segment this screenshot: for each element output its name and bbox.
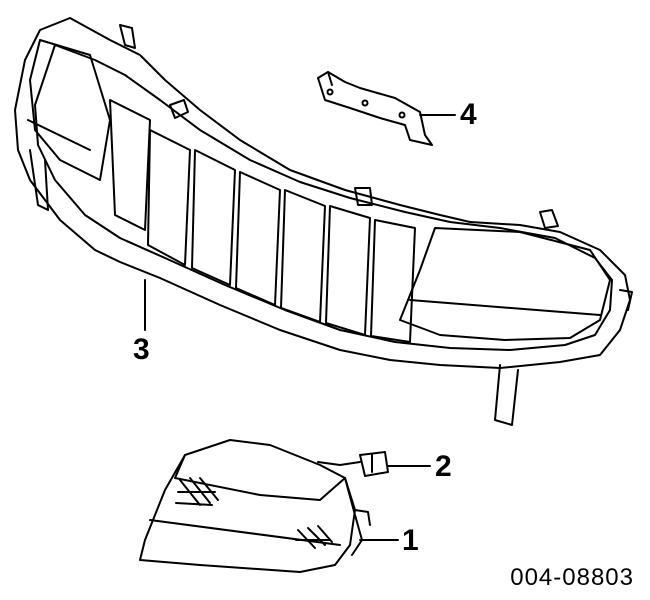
callout-3: 3 — [133, 333, 150, 366]
diagram-reference-code: 004-08803 — [510, 564, 634, 591]
grille-assembly — [14, 17, 633, 426]
wiring-connector — [359, 451, 389, 477]
side-marker-lamp — [139, 439, 371, 573]
callout-2: 2 — [435, 450, 452, 483]
mounting-bracket — [317, 71, 433, 146]
callout-4: 4 — [460, 98, 477, 131]
callout-1: 1 — [402, 524, 419, 557]
